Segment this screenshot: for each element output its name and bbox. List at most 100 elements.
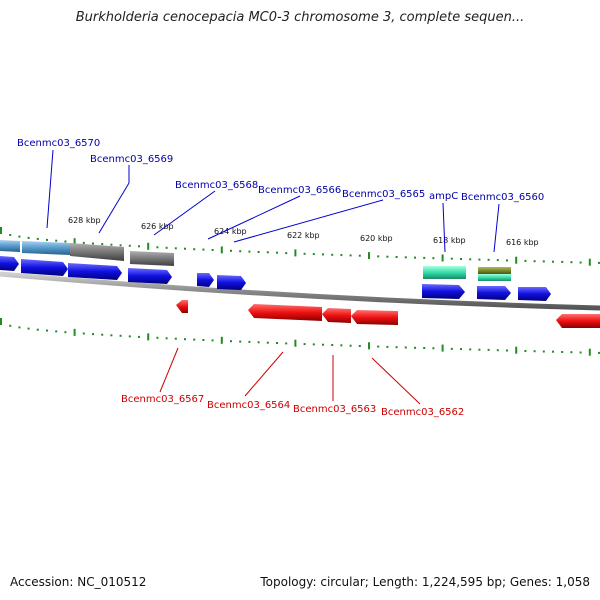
gene-label-bcenmc03-6564[interactable]: Bcenmc03_6564 [207, 400, 290, 411]
gene-reverse[interactable] [248, 304, 322, 321]
minor-tick [46, 238, 48, 241]
minor-tick [92, 242, 94, 245]
minor-tick [552, 350, 554, 353]
minor-tick [460, 258, 462, 260]
minor-tick [285, 342, 288, 345]
major-tick [73, 238, 76, 246]
minor-tick [414, 346, 416, 349]
gene-label-bcenmc03-6560[interactable]: Bcenmc03_6560 [461, 192, 544, 203]
major-tick [220, 246, 223, 254]
minor-tick [27, 327, 30, 330]
gene-forward[interactable] [217, 275, 246, 290]
accession-label: Accession: NC_010512 [10, 575, 147, 589]
gene-label-bcenmc03-6562[interactable]: Bcenmc03_6562 [381, 407, 464, 418]
minor-tick [322, 343, 324, 346]
minor-tick [598, 261, 600, 264]
rna-feature[interactable] [70, 243, 124, 261]
minor-tick [349, 254, 352, 257]
reverse-genes [176, 300, 600, 328]
gene-reverse[interactable] [322, 308, 351, 323]
minor-tick [156, 336, 159, 339]
minor-tick [257, 341, 260, 344]
gene-labels-top: Bcenmc03_6570 Bcenmc03_6569 Bcenmc03_656… [17, 138, 544, 203]
minor-tick [469, 348, 472, 351]
minor-tick [202, 248, 205, 251]
minor-tick [110, 334, 113, 337]
minor-tick [460, 348, 462, 351]
highlight-feature-teal[interactable] [423, 266, 466, 279]
gene-forward[interactable] [0, 256, 19, 271]
major-tick [294, 339, 297, 347]
major-tick [294, 249, 297, 257]
major-tick [441, 254, 444, 262]
minor-tick [322, 253, 324, 256]
minor-tick [55, 330, 58, 333]
minor-tick [211, 339, 214, 342]
minor-tick [46, 329, 48, 332]
gene-forward[interactable] [422, 284, 465, 299]
minor-tick [239, 250, 242, 253]
minor-tick [312, 343, 315, 346]
gene-reverse[interactable] [176, 300, 188, 313]
minor-tick [18, 235, 21, 238]
gene-forward[interactable] [477, 286, 511, 300]
minor-tick [570, 351, 573, 354]
minor-tick [55, 239, 58, 242]
minor-tick [478, 348, 481, 351]
scale-label: 624 kbp [214, 227, 247, 236]
minor-tick [404, 256, 407, 259]
minor-tick [165, 246, 168, 249]
highlight-feature-olive[interactable] [478, 267, 511, 274]
minor-tick [598, 351, 600, 354]
gene-label-bcenmc03-6567[interactable]: Bcenmc03_6567 [121, 394, 204, 405]
minor-tick [506, 349, 508, 352]
minor-tick [340, 254, 343, 257]
gene-forward[interactable] [128, 268, 172, 284]
minor-tick [110, 243, 113, 246]
gene-label-bcenmc03-6570[interactable]: Bcenmc03_6570 [17, 138, 100, 149]
minor-tick [101, 333, 104, 336]
major-tick [515, 346, 518, 354]
minor-tick [36, 328, 39, 331]
minor-tick [450, 347, 453, 350]
minor-tick [9, 234, 12, 236]
gene-forward[interactable] [68, 263, 122, 280]
scale-label: 616 kbp [506, 238, 539, 247]
minor-tick [9, 324, 12, 327]
gene-label-ampc[interactable]: ampC [429, 191, 458, 202]
rna-feature[interactable] [22, 241, 70, 255]
chromosome-backbone [0, 271, 600, 311]
major-tick [73, 328, 76, 336]
map-title: Burkholderia cenocepacia MC0-3 chromosom… [75, 10, 525, 25]
major-tick [147, 333, 150, 341]
gene-label-bcenmc03-6563[interactable]: Bcenmc03_6563 [293, 404, 376, 415]
minor-tick [174, 337, 177, 340]
highlight-feature-teal[interactable] [478, 274, 511, 281]
minor-tick [358, 345, 361, 347]
scale-label: 628 kbp [68, 216, 101, 225]
rna-feature[interactable] [0, 240, 20, 252]
scale-label: 626 kbp [141, 222, 174, 231]
gene-label-bcenmc03-6568[interactable]: Bcenmc03_6568 [175, 180, 258, 191]
rna-feature[interactable] [130, 251, 174, 266]
minor-tick [128, 244, 131, 247]
scale-ticks-top [0, 227, 600, 266]
minor-tick [165, 337, 168, 340]
minor-tick [303, 252, 306, 255]
gene-label-bcenmc03-6566[interactable]: Bcenmc03_6566 [258, 185, 341, 196]
minor-tick [193, 248, 196, 251]
gene-forward[interactable] [197, 273, 214, 287]
gene-reverse[interactable] [351, 310, 398, 325]
gene-label-bcenmc03-6565[interactable]: Bcenmc03_6565 [342, 189, 425, 200]
gene-label-bcenmc03-6569[interactable]: Bcenmc03_6569 [90, 154, 173, 165]
minor-tick [450, 257, 453, 260]
minor-tick [18, 326, 21, 329]
gene-forward[interactable] [21, 259, 68, 276]
major-tick [588, 258, 591, 266]
minor-tick [82, 332, 85, 335]
callout-lines-top [46, 149, 500, 253]
minor-tick [156, 246, 159, 249]
gene-forward[interactable] [518, 287, 551, 301]
gene-reverse[interactable] [556, 314, 600, 328]
